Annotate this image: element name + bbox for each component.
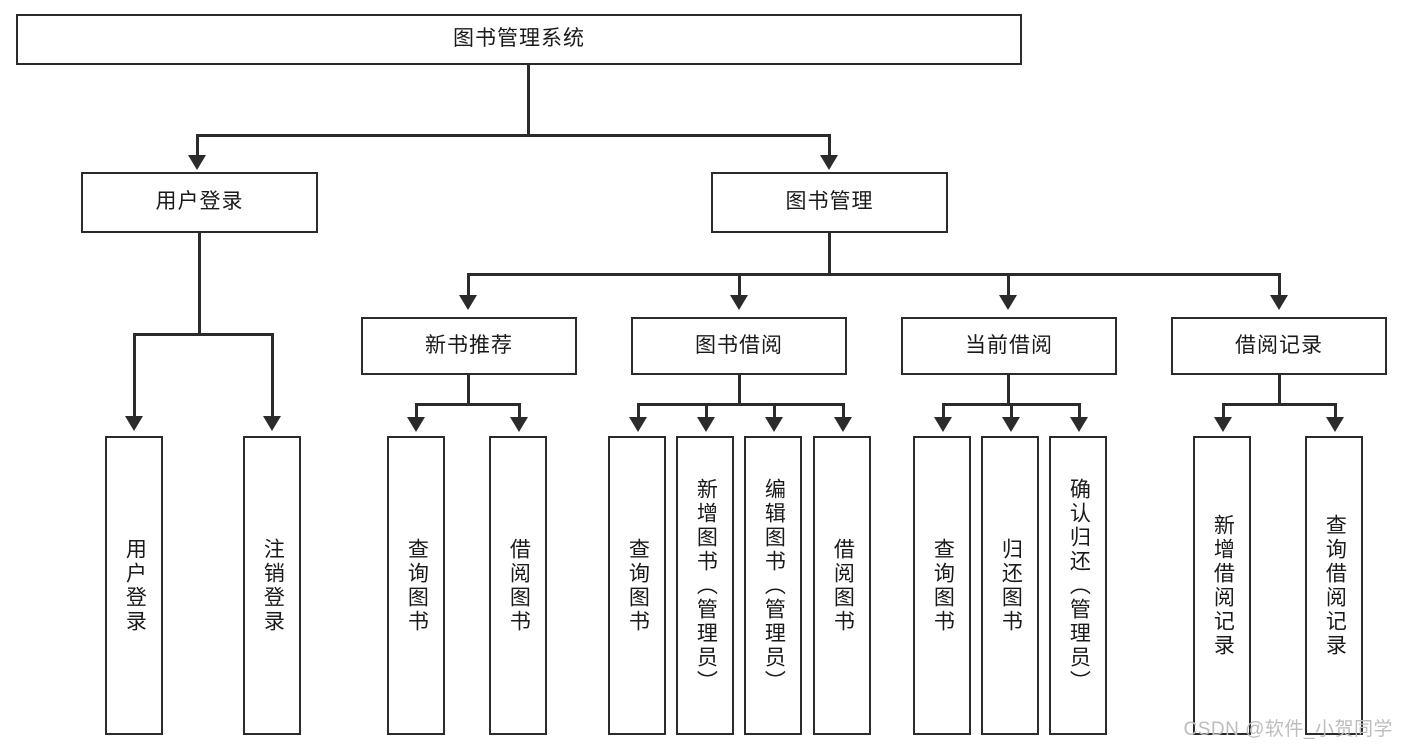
node-label: 用户登录 (123, 537, 147, 634)
node-label: 借阅图书 (831, 537, 855, 634)
node-label: 当前借阅 (965, 333, 1053, 357)
connector-cb-stem (1007, 375, 1010, 405)
node-label: 确认归还（管理员） (1067, 477, 1091, 694)
node-user-login[interactable]: 用户登录 (81, 172, 318, 233)
node-label: 用户登录 (155, 190, 244, 214)
node-label: 归还图书 (999, 537, 1023, 634)
node-label: 查询图书 (626, 537, 650, 634)
csdn-watermark: CSDN @软件_小贺同学 (1183, 719, 1393, 740)
node-label: 查询图书 (405, 537, 429, 634)
arrowhead-user-login (188, 155, 206, 170)
node-label: 新增图书（管理员） (694, 477, 718, 694)
node-leaf-query-borrow-record[interactable]: 查询借阅记录 (1305, 436, 1363, 735)
connector-nbr-stem (467, 375, 470, 405)
connector-bb-bar (637, 403, 845, 406)
connector-cb-drop-2 (1010, 403, 1013, 419)
arrowhead-leaf-query-book-3 (934, 417, 952, 432)
arrowhead-book-borrow (730, 295, 748, 310)
arrowhead-new-book-rec (459, 295, 477, 310)
node-label: 新增借阅记录 (1211, 513, 1235, 658)
connector-book-manage-stem (828, 233, 831, 275)
node-label: 查询图书 (931, 537, 955, 634)
connector-root-bar (196, 134, 830, 137)
connector-bb-stem (738, 375, 741, 405)
connector-br-drop-2 (1334, 403, 1337, 419)
arrowhead-leaf-add-book (697, 417, 715, 432)
connector-cb-drop-3 (1078, 403, 1081, 419)
arrowhead-leaf-return-book (1002, 417, 1020, 432)
connector-user-login-stem (198, 233, 201, 335)
node-book-borrow[interactable]: 图书借阅 (631, 317, 847, 375)
arrowhead-leaf-confirm-return (1070, 417, 1088, 432)
node-label: 注销登录 (261, 537, 285, 634)
arrowhead-leaf-borrow-book-2 (834, 417, 852, 432)
arrowhead-borrow-record (1270, 295, 1288, 310)
node-leaf-edit-book[interactable]: 编辑图书（管理员） (744, 436, 802, 735)
connector-cb-drop-1 (942, 403, 945, 419)
connector-bb-drop-4 (842, 403, 845, 419)
node-label: 新书推荐 (425, 333, 513, 357)
connector-book-manage-bar (467, 273, 1281, 276)
connector-root-to-book-manage (828, 134, 831, 157)
arrowhead-leaf-user-login (125, 416, 143, 431)
node-leaf-user-logout[interactable]: 注销登录 (243, 436, 301, 735)
arrowhead-leaf-add-record (1214, 417, 1232, 432)
node-label: 编辑图书（管理员） (762, 477, 786, 694)
node-current-borrow[interactable]: 当前借阅 (901, 317, 1117, 375)
node-label: 借阅图书 (507, 537, 531, 634)
node-root-system[interactable]: 图书管理系统 (16, 14, 1022, 65)
connector-bb-drop-2 (705, 403, 708, 419)
node-leaf-borrow-book-new-rec[interactable]: 借阅图书 (489, 436, 547, 735)
node-leaf-user-login[interactable]: 用户登录 (105, 436, 163, 735)
connector-nbr-bar (415, 403, 521, 406)
connector-bb-drop-3 (773, 403, 776, 419)
node-leaf-add-borrow-record[interactable]: 新增借阅记录 (1193, 436, 1251, 735)
node-new-book-rec[interactable]: 新书推荐 (361, 317, 577, 375)
arrowhead-leaf-user-logout (263, 416, 281, 431)
connector-bm-drop-4 (1278, 273, 1281, 297)
connector-user-login-drop-2 (271, 333, 274, 418)
connector-bm-drop-2 (738, 273, 741, 297)
node-leaf-confirm-return[interactable]: 确认归还（管理员） (1049, 436, 1107, 735)
node-leaf-add-book[interactable]: 新增图书（管理员） (676, 436, 734, 735)
connector-br-drop-1 (1222, 403, 1225, 419)
node-leaf-return-book[interactable]: 归还图书 (981, 436, 1039, 735)
connector-nbr-drop-2 (518, 403, 521, 419)
connector-user-login-drop-1 (133, 333, 136, 418)
connector-bm-drop-1 (467, 273, 470, 297)
node-label: 查询借阅记录 (1323, 513, 1347, 658)
node-leaf-query-book-current[interactable]: 查询图书 (913, 436, 971, 735)
connector-br-stem (1278, 375, 1281, 405)
node-label: 图书管理系统 (453, 27, 585, 51)
arrowhead-leaf-edit-book (765, 417, 783, 432)
node-label: 图书借阅 (695, 333, 783, 357)
arrowhead-book-manage (820, 155, 838, 170)
arrowhead-leaf-borrow-book-1 (510, 417, 528, 432)
connector-root-stem (527, 65, 530, 134)
node-leaf-query-book-borrow[interactable]: 查询图书 (608, 436, 666, 735)
connector-nbr-drop-1 (415, 403, 418, 419)
node-label: 图书管理 (785, 190, 874, 214)
arrowhead-current-borrow (999, 295, 1017, 310)
node-label: 借阅记录 (1235, 333, 1323, 357)
arrowhead-leaf-query-book-1 (407, 417, 425, 432)
connector-bb-drop-1 (637, 403, 640, 419)
connector-bm-drop-3 (1007, 273, 1010, 297)
node-book-manage[interactable]: 图书管理 (711, 172, 948, 233)
node-leaf-query-book-new-rec[interactable]: 查询图书 (387, 436, 445, 735)
connector-root-to-user-login (196, 134, 199, 157)
arrowhead-leaf-query-record (1326, 417, 1344, 432)
node-borrow-record[interactable]: 借阅记录 (1171, 317, 1387, 375)
node-leaf-borrow-book[interactable]: 借阅图书 (813, 436, 871, 735)
connector-br-bar (1222, 403, 1337, 406)
arrowhead-leaf-query-book-2 (629, 417, 647, 432)
connector-user-login-bar (133, 333, 273, 336)
